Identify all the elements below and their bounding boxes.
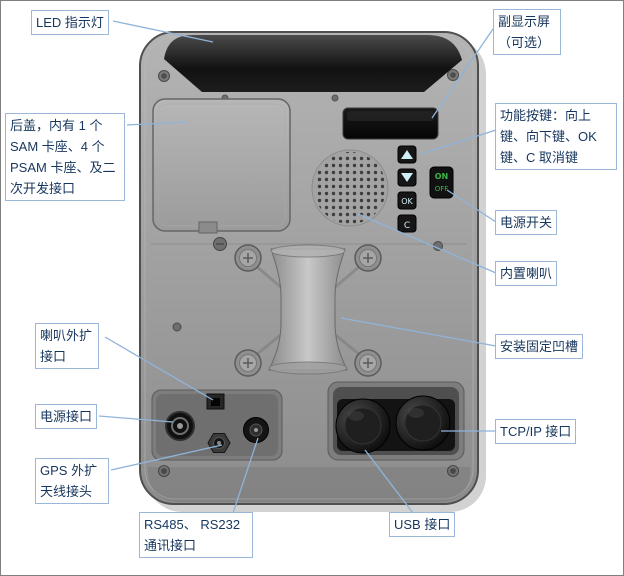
callout-line-rs [232,437,259,514]
builtin-speaker-label: 内置喇叭 [495,261,558,286]
mount-bracket [234,244,382,377]
callout-line-power-port [98,415,174,423]
small-screw [172,322,182,332]
usb-port-label: USB 接口 [389,512,456,537]
callout-line-sub-display [431,28,494,119]
speaker-grille [311,149,389,227]
mount-groove-spool [268,248,348,371]
tcpip-connector[interactable] [395,395,451,451]
up-arrow-icon [401,150,413,159]
speaker-ext-port[interactable] [206,393,225,410]
cancel-button[interactable]: C [397,214,417,233]
down-arrow-icon [401,173,413,182]
mount-groove-label: 安装固定凹槽 [495,334,584,359]
mount-screws [234,244,382,377]
callout-line-power-switch [446,189,497,223]
usb-connector[interactable] [335,398,391,454]
gps-antenna-label: GPS 外扩天线接头 [35,458,109,504]
gps-antenna-connector[interactable] [207,433,231,453]
top-led-band [164,35,462,92]
ok-button-label: OK [401,197,413,206]
ok-button[interactable]: OK [397,191,417,210]
callout-lines [98,20,497,514]
left-connector-recess [151,389,283,461]
small-screw [331,94,339,102]
power-switch-label: 电源开关 [495,210,558,235]
callout-line-function-keys [420,129,497,155]
tcpip-port-label: TCP/IP 接口 [495,419,577,444]
power-on-label: ON [435,172,449,181]
callout-line-mount [340,317,497,347]
power-connector[interactable] [165,411,195,441]
callout-line-usb [364,449,414,514]
callout-line-speaker-ext [104,336,214,401]
rs485-rs232-label: RS485、 RS232通讯接口 [139,512,253,558]
speaker-ext-label: 喇叭外扩接口 [35,323,99,369]
callout-line-led [112,20,214,43]
function-keys-label: 功能按键：向上键、向下键、OK键、C 取消键 [495,103,617,170]
up-button[interactable] [397,145,417,164]
power-off-label: OFF [435,185,449,193]
down-button[interactable] [397,168,417,187]
panel-latch [198,221,218,234]
sub-display-window [342,107,439,140]
right-connector-recess [327,381,465,461]
back-cover-label: 后盖，内有 1 个SAM 卡座、4 个PSAM 卡座、及二次开发接口 [5,113,125,201]
callout-line-gps [110,444,223,471]
cancel-button-label: C [404,221,410,231]
callout-line-back-cover [126,121,188,126]
bottom-strip [148,467,470,502]
back-cover-panel [152,98,291,251]
sub-display-label: 副显示屏（可选） [493,9,561,55]
led-indicator-label: LED 指示灯 [31,10,109,35]
corner-screws [158,69,459,477]
power-port-label: 电源接口 [35,404,98,429]
rs485-rs232-connector[interactable] [243,417,269,443]
power-switch-button[interactable]: ON OFF [429,166,454,199]
callout-line-speaker [357,213,497,274]
